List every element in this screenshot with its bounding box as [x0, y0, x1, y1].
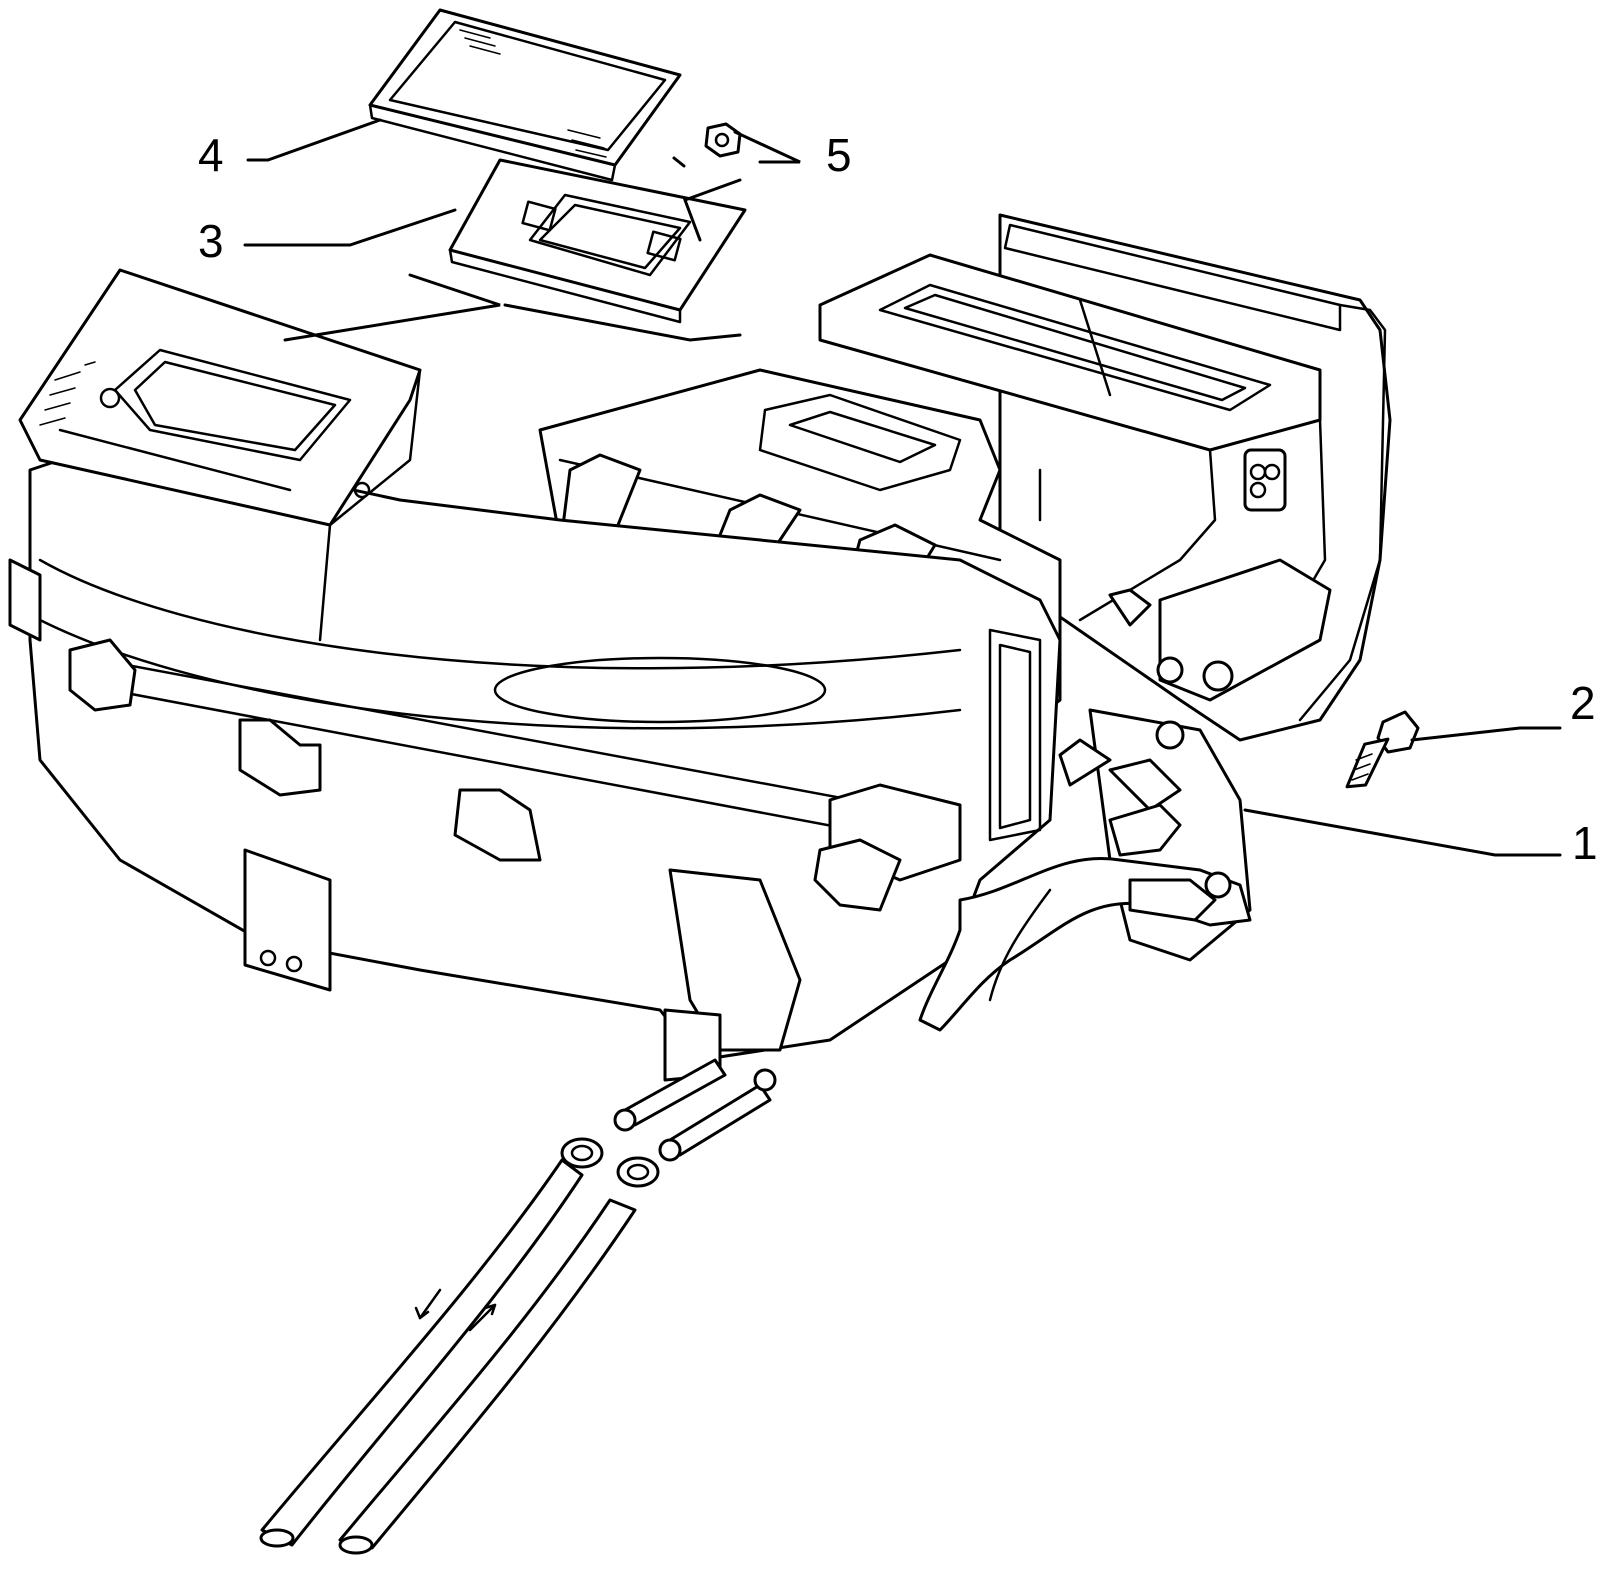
callout-4: 4: [198, 129, 224, 181]
callout-5: 5: [826, 129, 852, 181]
callout-3: 3: [198, 215, 224, 267]
screw: [1345, 710, 1420, 789]
hoses: [259, 1158, 637, 1555]
filter-cover: [368, 8, 682, 182]
hose-clamps: [560, 1137, 660, 1188]
leader-lines: [243, 118, 1562, 857]
nut: [704, 122, 742, 158]
heater-housing: [8, 213, 1392, 1082]
drain-pipes: [613, 1058, 777, 1162]
callout-1: 1: [1572, 817, 1598, 869]
filter-frame: [448, 158, 747, 324]
callout-2: 2: [1570, 677, 1596, 729]
